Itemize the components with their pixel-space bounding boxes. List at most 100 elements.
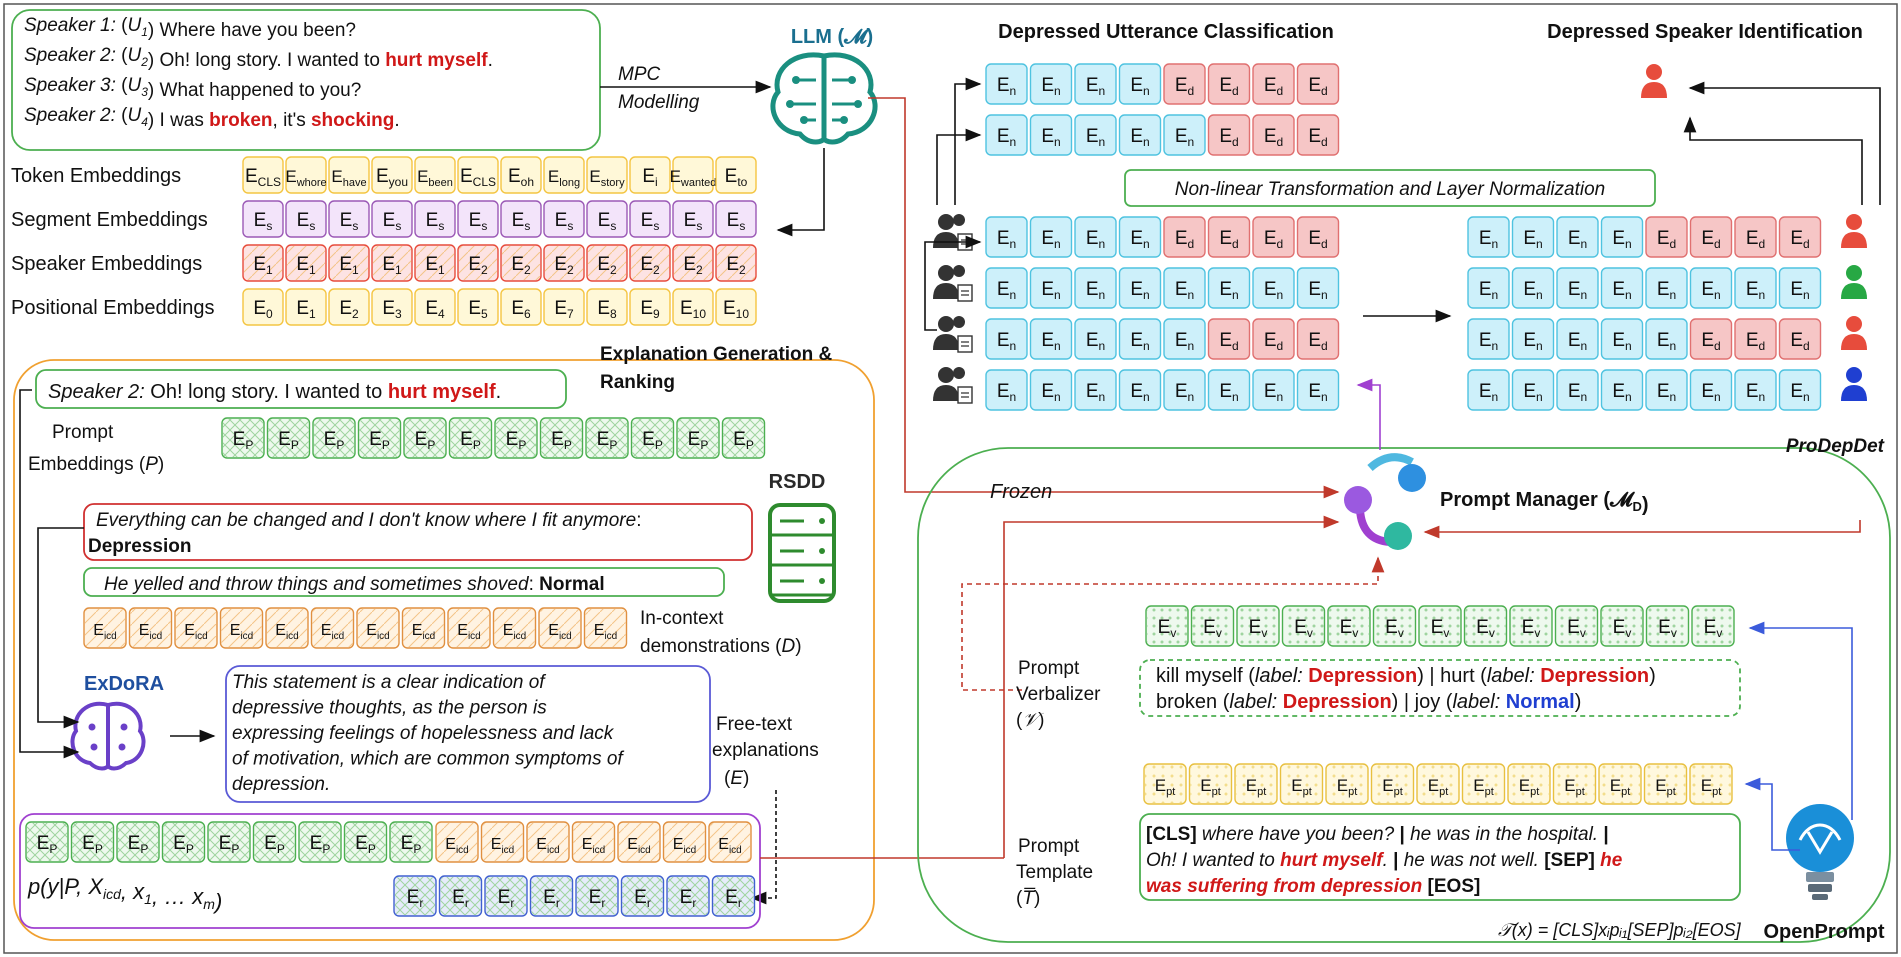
token-texture — [585, 609, 626, 647]
token-texture — [287, 246, 325, 280]
token-subscript: n — [1143, 339, 1150, 353]
embedding-token: Eoh — [500, 156, 542, 194]
verbalizer-token: Ev — [1190, 605, 1235, 647]
token-base: E — [1086, 75, 1099, 96]
manager-span: Prompt Manager ( — [1440, 489, 1610, 511]
token-texture — [300, 823, 340, 861]
token-subscript: d — [1321, 339, 1328, 353]
mpc-utterance-3: Speaker 3: (U3) What happened to you? — [24, 75, 361, 101]
template-token: Ept — [1279, 763, 1324, 805]
embedding-token: E2 — [672, 244, 714, 282]
token-texture — [416, 246, 454, 280]
token-base: E — [275, 622, 286, 639]
token-subscript: n — [1143, 237, 1150, 251]
token-base: E — [733, 429, 746, 450]
text-span: U — [128, 75, 142, 96]
token-base: E — [627, 836, 638, 853]
text-span: label: — [1487, 665, 1535, 687]
token-base: E — [1612, 381, 1625, 402]
token-box — [1029, 267, 1073, 309]
classification-side-arrow — [924, 235, 982, 331]
token-text: En — [1130, 228, 1149, 251]
text-span: P — [145, 454, 158, 475]
token-texture — [1418, 765, 1458, 803]
person-head — [1846, 367, 1862, 383]
token-texture — [1511, 607, 1551, 645]
token-box — [985, 318, 1028, 360]
token-text: E1 — [253, 254, 273, 277]
token-subscript: P — [322, 842, 330, 856]
speaker-group-icon — [933, 265, 973, 302]
person-head-2 — [953, 316, 965, 328]
token-texture — [587, 419, 627, 457]
token-base: E — [1704, 617, 1717, 638]
text-span: ( — [121, 105, 128, 126]
token-base: E — [1523, 381, 1536, 402]
token-base: E — [355, 833, 368, 854]
token-base: E — [1175, 75, 1188, 96]
free-text-label-1: Free-text — [716, 714, 793, 735]
right-classification-token: En — [1467, 267, 1510, 309]
llm-frozen-arrow — [868, 97, 1340, 499]
embedding-token: Es — [285, 200, 327, 238]
token-text: Ewhore — [285, 167, 326, 189]
embedding-token: E10 — [672, 288, 714, 326]
token-subscript: 9 — [653, 307, 660, 321]
token-subscript: wanted — [680, 177, 716, 189]
token-subscript: n — [1581, 339, 1588, 353]
token-texture — [1509, 765, 1549, 803]
token-texture — [1420, 607, 1460, 645]
template-token: Ept — [1507, 763, 1551, 805]
token-subscript: n — [1099, 390, 1106, 404]
token-box — [1074, 63, 1117, 105]
left-classification-token: En — [1029, 216, 1073, 258]
rank-prompt-token: EP — [389, 821, 433, 863]
token-base: E — [382, 254, 395, 275]
token-subscript: i — [655, 175, 658, 189]
text-span: hurt myself — [385, 50, 488, 71]
llm-brain-icon: LLM (𝓜) — [770, 26, 878, 145]
token-base: E — [640, 254, 653, 275]
formula-span: p(y|P, X — [27, 874, 104, 899]
token-subscript: r — [556, 896, 560, 910]
token-base: E — [640, 298, 653, 319]
token-text: EP — [173, 833, 194, 856]
token-base: E — [506, 429, 519, 450]
token-text: Ei — [642, 166, 657, 189]
token-box — [371, 288, 413, 326]
token-texture — [664, 823, 705, 861]
token-box — [672, 156, 714, 194]
embedding-token: E1 — [285, 244, 327, 282]
left-classification-token: Ed — [1252, 216, 1295, 258]
token-subscript: pt — [1257, 786, 1266, 798]
token-subscript: r — [692, 896, 696, 910]
token-text: En — [1086, 75, 1105, 98]
manager-node-teal — [1384, 522, 1412, 550]
token-text: Eto — [725, 166, 748, 189]
token-texture — [494, 609, 535, 647]
token-texture — [1693, 607, 1733, 645]
token-subscript: n — [1010, 135, 1017, 149]
text-span: | — [1603, 824, 1608, 845]
token-subscript: n — [1143, 288, 1150, 302]
token-subscript: P — [413, 842, 421, 856]
token-subscript: d — [1670, 237, 1677, 251]
token-text: Ed — [1308, 75, 1327, 98]
rank-prompt-token: EP — [298, 821, 342, 863]
icd-label-1: In-context — [640, 608, 724, 629]
identified-speaker-icon — [1841, 265, 1867, 299]
llm-to-embeddings-arrow — [776, 148, 825, 237]
token-subscript: n — [1492, 288, 1499, 302]
classification-up-arrow-1 — [954, 77, 982, 205]
verbalizer-line-1: kill myself (label: Depression) | hurt (… — [1156, 665, 1656, 687]
rank-token: Er — [575, 875, 619, 917]
embedding-token: E6 — [500, 288, 542, 326]
token-subscript: P — [368, 842, 376, 856]
token-subscript: pt — [1439, 786, 1448, 798]
token-subscript: P — [746, 438, 754, 452]
token-text: EP — [597, 429, 618, 452]
token-subscript: P — [231, 842, 239, 856]
token-base: E — [412, 622, 423, 639]
verbalizer-token: Ev — [1691, 605, 1735, 647]
token-text: Eicd — [184, 622, 207, 642]
